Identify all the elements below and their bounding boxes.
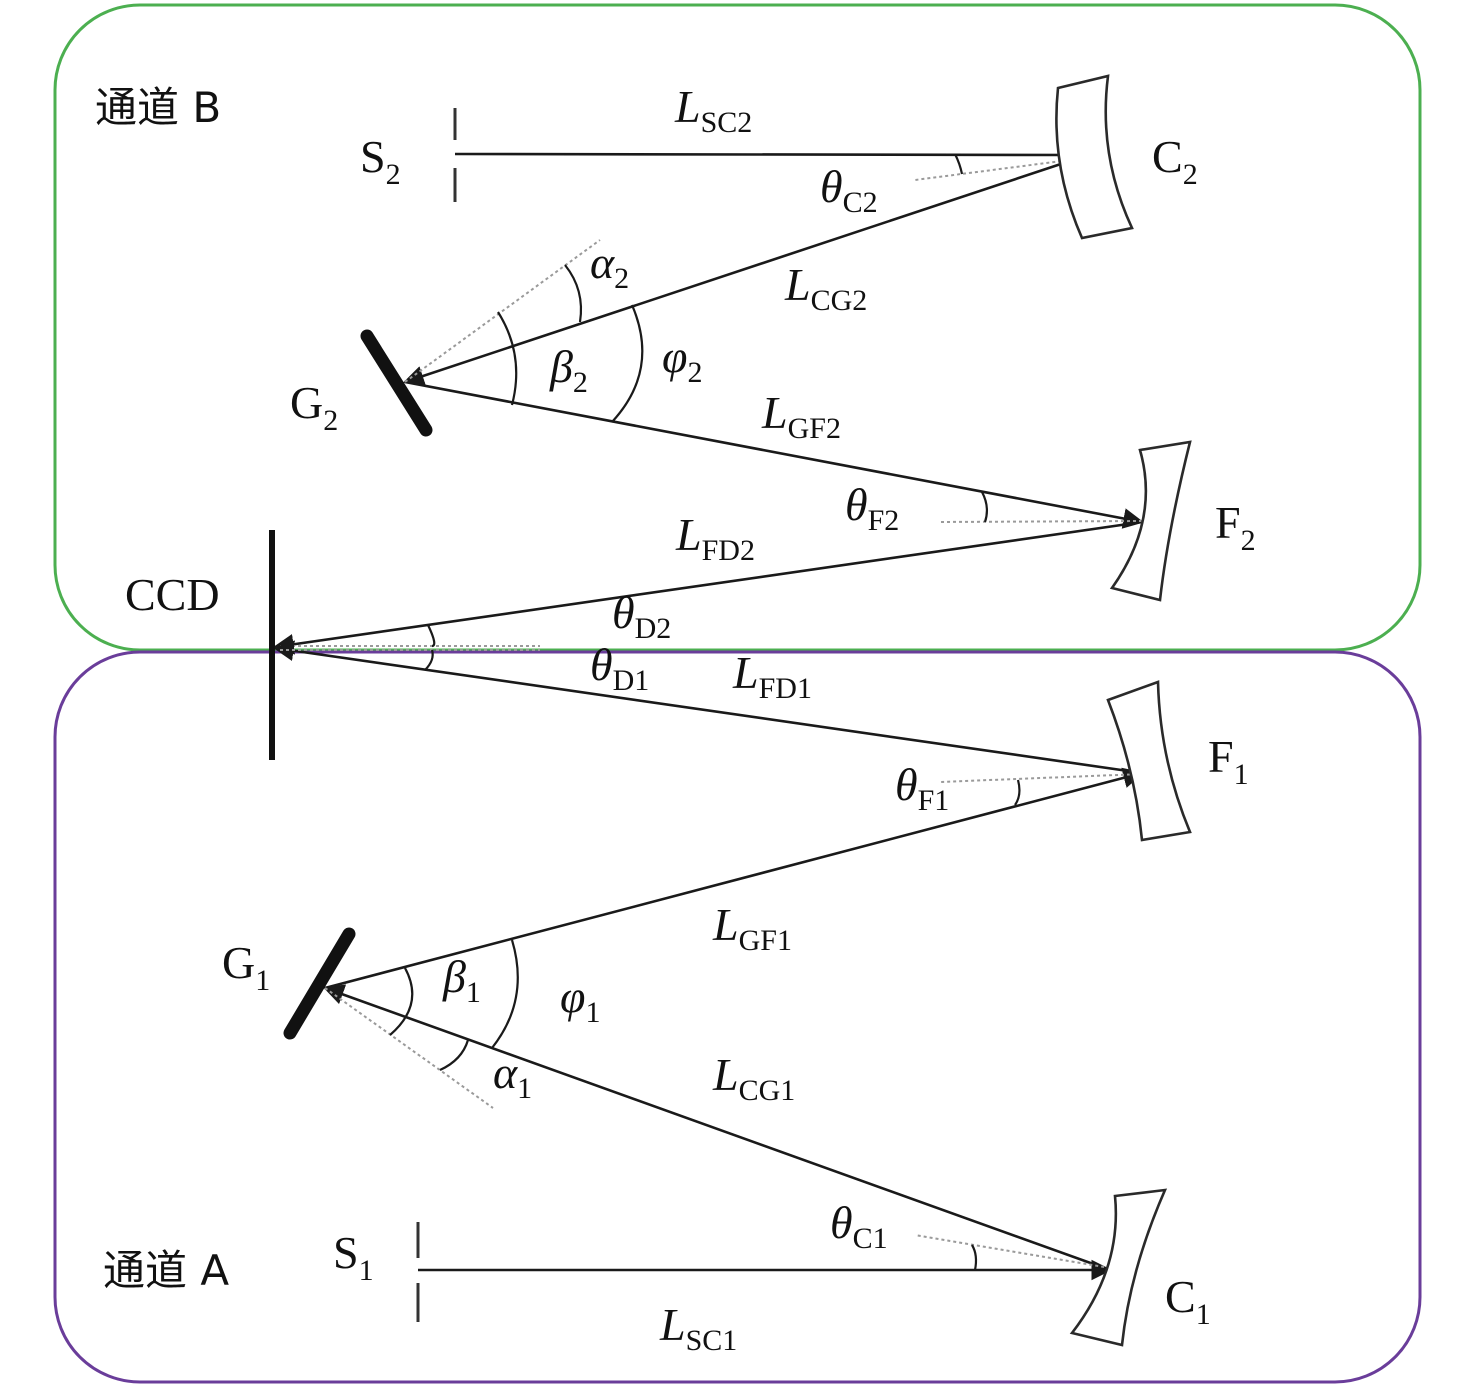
label-c2: C2 <box>1152 131 1198 191</box>
channel-b-label: 通道 B <box>95 83 221 132</box>
mirror-f1 <box>1106 680 1192 842</box>
label-s2: S2 <box>360 131 401 191</box>
label-g2: G2 <box>290 377 338 437</box>
label-alpha1: α1 <box>493 1047 532 1105</box>
arc-theta-d1 <box>424 649 434 671</box>
label-c1: C1 <box>1165 1271 1211 1331</box>
normal-g1 <box>324 987 494 1109</box>
ray-c2-g2 <box>403 154 1086 386</box>
normal-g2 <box>404 239 601 383</box>
grating-g2 <box>360 329 433 437</box>
label-ccd: CCD <box>125 569 220 620</box>
channel-b-frame <box>53 3 1422 652</box>
arc-beta1 <box>389 967 414 1036</box>
arc-beta2 <box>497 311 518 406</box>
label-theta-d2: θD2 <box>612 587 671 645</box>
label-theta-c2: θC2 <box>820 161 878 219</box>
channel-a-frame <box>53 650 1422 1384</box>
label-beta1: β1 <box>442 951 481 1009</box>
label-l-cg1: LCG1 <box>712 1049 795 1107</box>
label-s1: S1 <box>333 1227 374 1287</box>
label-phi1: φ1 <box>560 971 600 1029</box>
normal-f1 <box>939 773 1143 783</box>
label-theta-c1: θC1 <box>830 1197 888 1255</box>
grating-g1 <box>283 927 356 1040</box>
arc-phi2 <box>611 304 644 423</box>
normal-c1 <box>914 1234 1111 1269</box>
label-l-fd1: LFD1 <box>732 647 812 705</box>
label-f1: F1 <box>1208 731 1249 791</box>
mirror-c1 <box>1069 1188 1168 1347</box>
label-theta-f2: θF2 <box>845 479 899 537</box>
arc-theta-f1 <box>1014 779 1021 806</box>
label-theta-f1: θF1 <box>895 759 949 817</box>
label-l-fd2: LFD2 <box>675 509 755 567</box>
arc-theta-c2 <box>954 153 964 175</box>
arc-theta-c1 <box>971 1244 978 1271</box>
arc-alpha2 <box>564 264 583 323</box>
arc-phi1 <box>491 939 519 1049</box>
label-l-gf2: LGF2 <box>761 387 841 445</box>
ray-f1-ccd <box>272 640 1143 775</box>
label-l-sc2: LSC2 <box>674 81 752 139</box>
ray-f2-ccd <box>272 520 1143 655</box>
label-l-gf1: LGF1 <box>712 899 792 957</box>
label-l-cg2: LCG2 <box>784 259 867 317</box>
label-theta-d1: θD1 <box>590 639 649 697</box>
label-phi2: φ2 <box>662 331 702 389</box>
channel-a-label: 通道 A <box>103 1246 229 1295</box>
label-l-sc1: LSC1 <box>659 1299 737 1357</box>
ray-g1-f1 <box>324 767 1145 990</box>
ray-s2-c2 <box>454 144 1088 166</box>
label-f2: F2 <box>1215 497 1256 557</box>
arc-theta-f2 <box>981 491 989 523</box>
arc-alpha1 <box>439 1039 470 1072</box>
arc-theta-d2 <box>427 624 436 648</box>
ray-c1-g1 <box>323 984 1111 1272</box>
label-g1: G1 <box>222 937 270 997</box>
label-alpha2: α2 <box>590 237 629 295</box>
normal-f2 <box>939 520 1143 523</box>
mirror-f2 <box>1109 440 1192 602</box>
ray-g2-f2 <box>404 380 1145 529</box>
normal-c2 <box>914 157 1086 181</box>
mirror-c2 <box>1055 74 1134 240</box>
label-beta2: β2 <box>549 341 588 399</box>
